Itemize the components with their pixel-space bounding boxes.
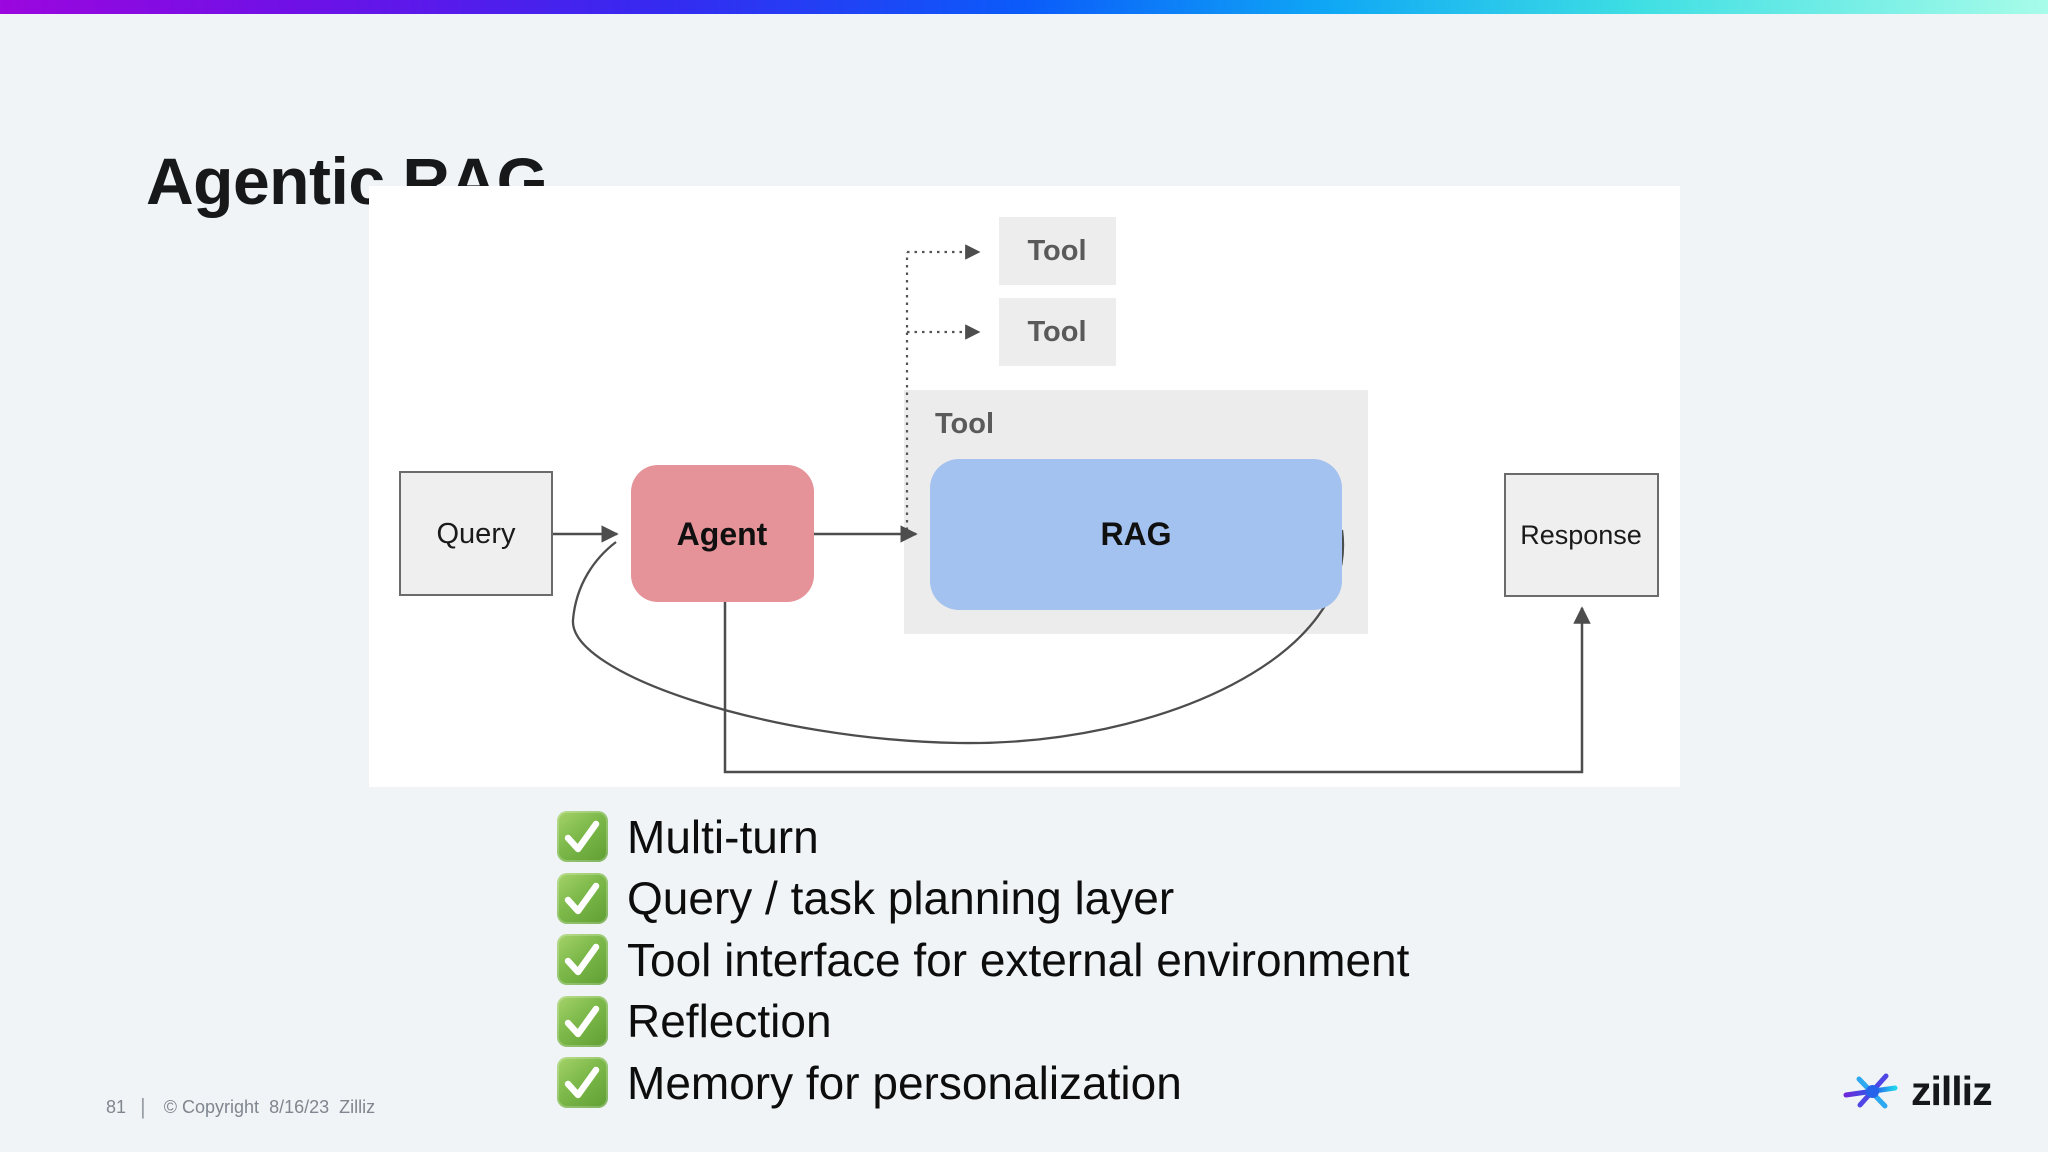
checklist-item-label: Memory for personalization <box>627 1056 1182 1109</box>
zilliz-wordmark: zilliz <box>1911 1067 1993 1114</box>
accent-gradient-bar <box>0 0 2048 14</box>
footer-copyright: © Copyright <box>163 1096 260 1117</box>
page-number: 81 <box>106 1096 127 1117</box>
check-icon <box>557 995 608 1047</box>
tool-top-box <box>999 217 1116 285</box>
agentic-rag-diagram: Tool Tool Tool Query Agent RAG Response <box>399 217 1659 774</box>
zilliz-starburst-icon <box>1843 1064 1898 1118</box>
feature-checklist: Multi-turn Query / task planning layer T… <box>557 811 1409 1119</box>
query-box <box>399 471 553 596</box>
footer: 81 | © Copyright 8/16/23 Zilliz <box>106 1096 375 1118</box>
list-item: Memory for personalization <box>557 1057 1409 1108</box>
footer-company: Zilliz <box>339 1096 376 1117</box>
diagram-canvas: Tool Tool Tool Query Agent RAG Response <box>369 186 1680 787</box>
agent-label: Agent <box>677 516 768 552</box>
checklist-item-label: Tool interface for external environment <box>627 933 1410 986</box>
tool-mid-box <box>999 298 1116 366</box>
check-icon <box>557 872 608 924</box>
list-item: Reflection <box>557 995 1409 1047</box>
rag-to-agent-feedback-arc <box>571 529 1345 745</box>
rag-box <box>930 459 1342 610</box>
checklist-item-label: Multi-turn <box>627 810 819 863</box>
footer-separator: | <box>140 1094 146 1119</box>
checklist-item-label: Reflection <box>627 995 832 1047</box>
checklist-item-label: Query / task planning layer <box>627 872 1175 924</box>
zilliz-logo: zilliz <box>1843 1060 1993 1122</box>
check-icon <box>557 811 608 862</box>
tool-top-label: Tool <box>1027 235 1086 267</box>
agent-box <box>631 465 814 602</box>
check-icon <box>557 934 608 985</box>
rag-label: RAG <box>1100 516 1171 552</box>
list-item: Multi-turn <box>557 811 1409 862</box>
check-icon <box>557 1057 608 1108</box>
tool-mid-label: Tool <box>1027 316 1086 348</box>
tool-container-label: Tool <box>935 408 994 440</box>
list-item: Tool interface for external environment <box>557 934 1409 985</box>
list-item: Query / task planning layer <box>557 872 1409 924</box>
response-label: Response <box>1520 520 1642 550</box>
footer-date: 8/16/23 <box>269 1096 330 1117</box>
response-box <box>1504 473 1659 597</box>
query-label: Query <box>437 518 516 550</box>
agent-to-response-connector <box>723 602 1591 774</box>
